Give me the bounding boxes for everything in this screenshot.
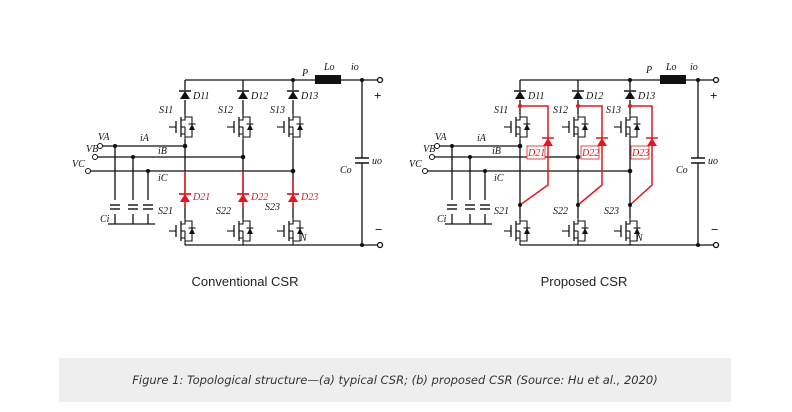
label-vb: VB (86, 144, 98, 155)
label-s23-r: S23 (604, 206, 619, 217)
label-ia: iA (140, 133, 150, 144)
label-d11-r: D11 (527, 91, 544, 102)
label-s12: S12 (218, 105, 233, 116)
label-ic: iC (158, 173, 168, 184)
label-s23: S23 (265, 202, 280, 213)
label-ic-r: iC (494, 173, 504, 184)
label-d13-r: D13 (637, 91, 655, 102)
figure-caption-box: Figure 1: Topological structure—(a) typi… (59, 358, 731, 402)
proposed-csr-title: Proposed CSR (540, 274, 628, 289)
label-d11: D11 (192, 91, 209, 102)
label-s22-r: S22 (553, 206, 568, 217)
label-s11: S11 (159, 105, 173, 116)
label-d13: D13 (300, 91, 318, 102)
figure-caption: Figure 1: Topological structure—(a) typi… (132, 373, 658, 387)
label-s21-r: S21 (494, 206, 509, 217)
conventional-csr-circuit (88, 75, 384, 249)
label-va-r: VA (435, 132, 447, 143)
label-lo-r: Lo (665, 62, 677, 73)
label-io-r: io (690, 62, 698, 73)
label-minus-r: − (711, 222, 718, 237)
label-n: N (299, 233, 308, 244)
label-ib: iB (158, 146, 167, 157)
label-n-r: N (635, 233, 644, 244)
label-io: io (351, 62, 359, 73)
label-ci: Ci (100, 214, 110, 225)
label-vc: VC (72, 159, 85, 170)
label-va: VA (98, 132, 110, 143)
label-d21-r: D21 (527, 148, 545, 159)
label-p-r: P (645, 65, 652, 76)
label-s13-r: S13 (606, 105, 621, 116)
label-d23: D23 (300, 192, 318, 203)
label-co-r: Co (676, 165, 688, 176)
label-s11-r: S11 (494, 105, 508, 116)
label-lo: Lo (323, 62, 335, 73)
label-plus-r: + (710, 88, 717, 103)
label-ci-r: Ci (437, 214, 447, 225)
label-d22: D22 (250, 192, 268, 203)
label-ia-r: iA (477, 133, 487, 144)
label-d23-r: D23 (631, 148, 649, 159)
label-s13: S13 (270, 105, 285, 116)
label-p: P (301, 68, 308, 79)
circuit-diagram: VA VB VC iA iB iC Ci Co uo P Lo io N S11… (72, 62, 720, 249)
label-d22-r: D22 (581, 148, 599, 159)
label-vc-r: VC (409, 159, 422, 170)
label-co: Co (340, 165, 352, 176)
label-uo: uo (372, 156, 382, 167)
label-vb-r: VB (423, 144, 435, 155)
label-s21: S21 (158, 206, 173, 217)
label-s22: S22 (216, 206, 231, 217)
label-d21: D21 (192, 192, 210, 203)
label-uo-r: uo (708, 156, 718, 167)
label-d12-r: D12 (585, 91, 603, 102)
label-s12-r: S12 (553, 105, 568, 116)
label-plus: + (374, 88, 381, 103)
label-minus: − (375, 222, 382, 237)
label-ib-r: iB (492, 146, 501, 157)
conventional-csr-title: Conventional CSR (191, 274, 299, 289)
label-d12: D12 (250, 91, 268, 102)
